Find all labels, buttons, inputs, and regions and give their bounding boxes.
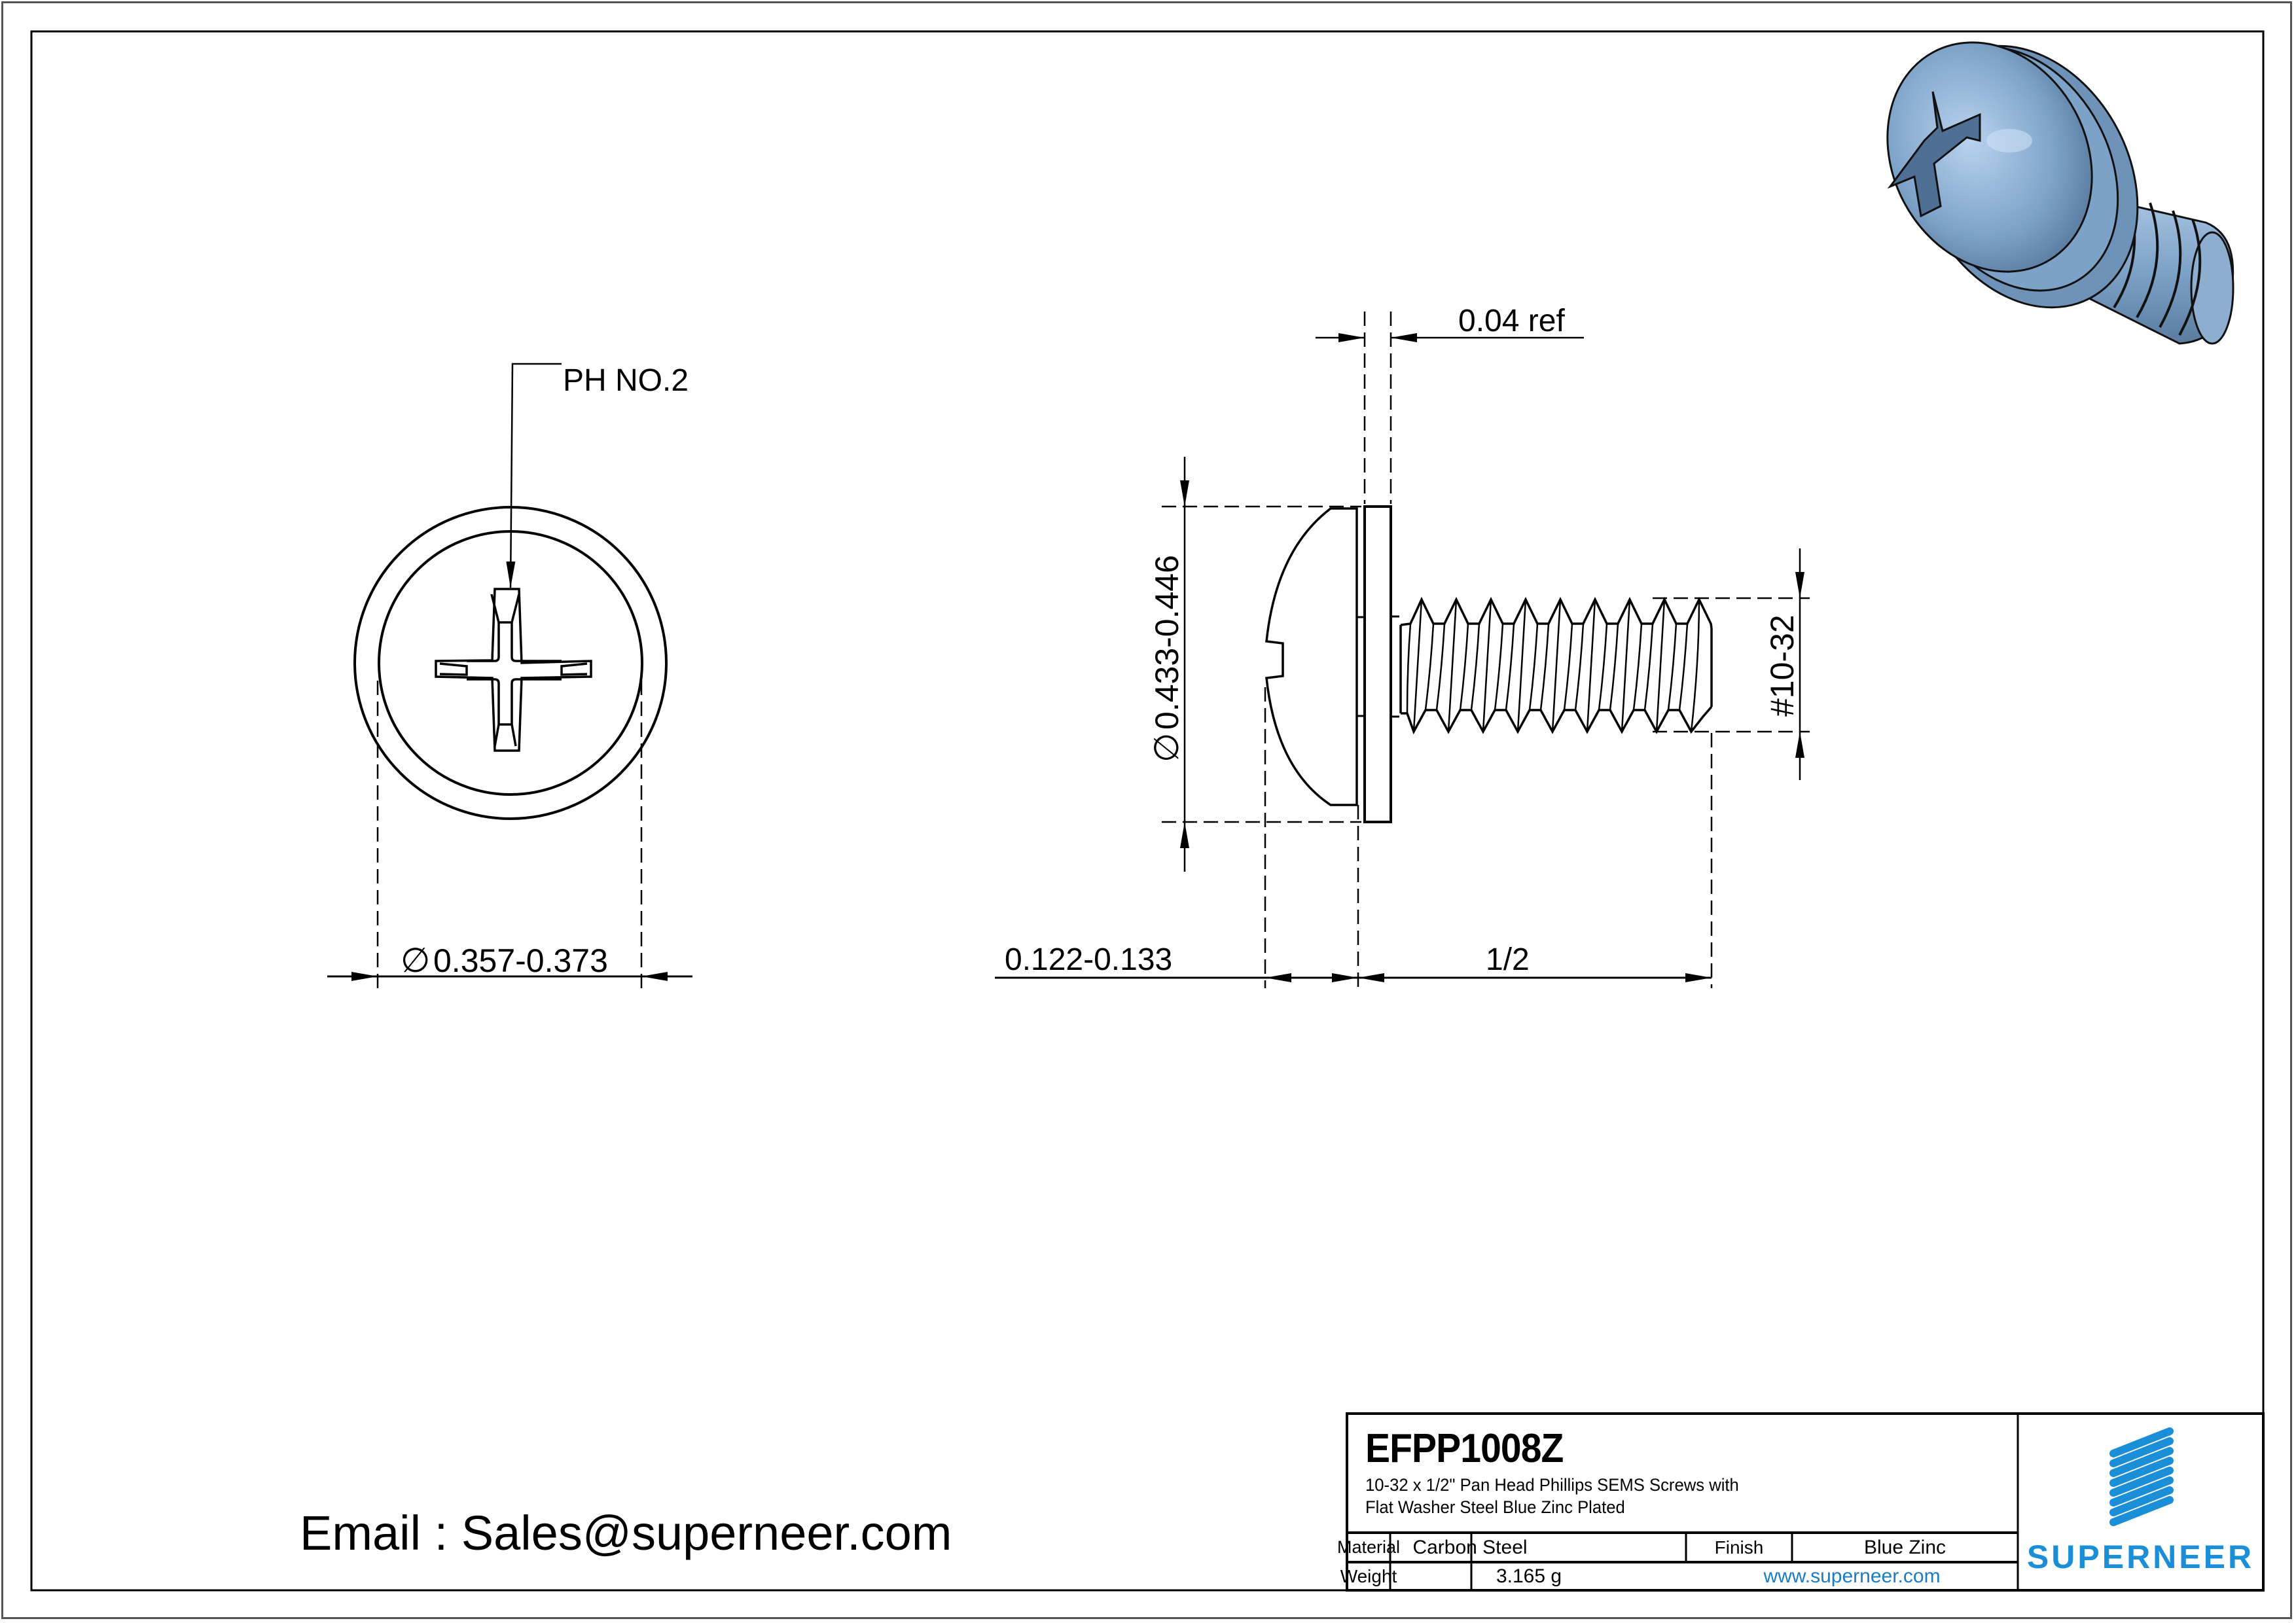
description-line-2: Flat Washer Steel Blue Zinc Plated bbox=[1365, 1497, 1625, 1517]
side-view bbox=[995, 312, 1810, 988]
washer-diameter-dimension bbox=[1162, 457, 1361, 872]
flat-washer bbox=[1363, 505, 1392, 823]
front-view bbox=[327, 363, 692, 988]
iso-phillips-recess bbox=[1887, 91, 1981, 218]
washer-diameter-label: 0.433-0.446 bbox=[1149, 555, 1185, 730]
contact-email: Email : Sales@superneer.com bbox=[300, 1506, 952, 1560]
inner-frame bbox=[30, 30, 2265, 1592]
pan-head bbox=[1265, 507, 1358, 806]
iso-head bbox=[1886, 41, 2093, 273]
title-block-grid bbox=[1346, 1412, 2265, 1592]
recess-diameter-dimension: 0.357-0.373 bbox=[433, 942, 608, 979]
superneer-logo-mark bbox=[2109, 1427, 2174, 1526]
finish-label: Finish bbox=[1714, 1537, 1764, 1558]
part-description: 10-32 x 1/2" Pan Head Phillips SEMS Scre… bbox=[1365, 1474, 1739, 1518]
thread-size-dimension bbox=[1653, 548, 1810, 780]
phillips-recess bbox=[435, 588, 592, 752]
description-line-1: 10-32 x 1/2" Pan Head Phillips SEMS Scre… bbox=[1365, 1475, 1739, 1495]
diameter-symbol: ∅ bbox=[401, 942, 430, 980]
title-block: EFPP1008Z 10-32 x 1/2" Pan Head Phillips… bbox=[1336, 1414, 2263, 1590]
iso-screw-render bbox=[1886, 41, 2234, 345]
thread-size-label: #10-32 bbox=[1764, 615, 1801, 717]
weight-value: 3.165 g bbox=[1496, 1565, 1562, 1587]
material-label: Material bbox=[1336, 1537, 1401, 1557]
website-link[interactable]: www.superneer.com bbox=[1763, 1565, 1941, 1587]
head-height-label: 0.122-0.133 bbox=[1005, 942, 1172, 977]
recess-callout-label: PH NO.2 bbox=[563, 363, 689, 398]
thread bbox=[1399, 596, 1713, 735]
weight-label: Weight bbox=[1340, 1565, 1397, 1586]
superneer-logo-text: SUPERNEER bbox=[2026, 1539, 2255, 1575]
material-value: Carbon Steel bbox=[1412, 1536, 1528, 1558]
washer-thickness-dimension bbox=[1316, 312, 1584, 504]
length-dimension bbox=[995, 687, 1713, 988]
part-number: EFPP1008Z bbox=[1365, 1426, 1564, 1471]
length-label: 1/2 bbox=[1486, 942, 1530, 977]
washer-diameter-symbol: ∅ bbox=[1148, 733, 1186, 762]
finish-value: Blue Zinc bbox=[1863, 1536, 1946, 1558]
washer-thickness-label: 0.04 ref bbox=[1458, 304, 1565, 338]
